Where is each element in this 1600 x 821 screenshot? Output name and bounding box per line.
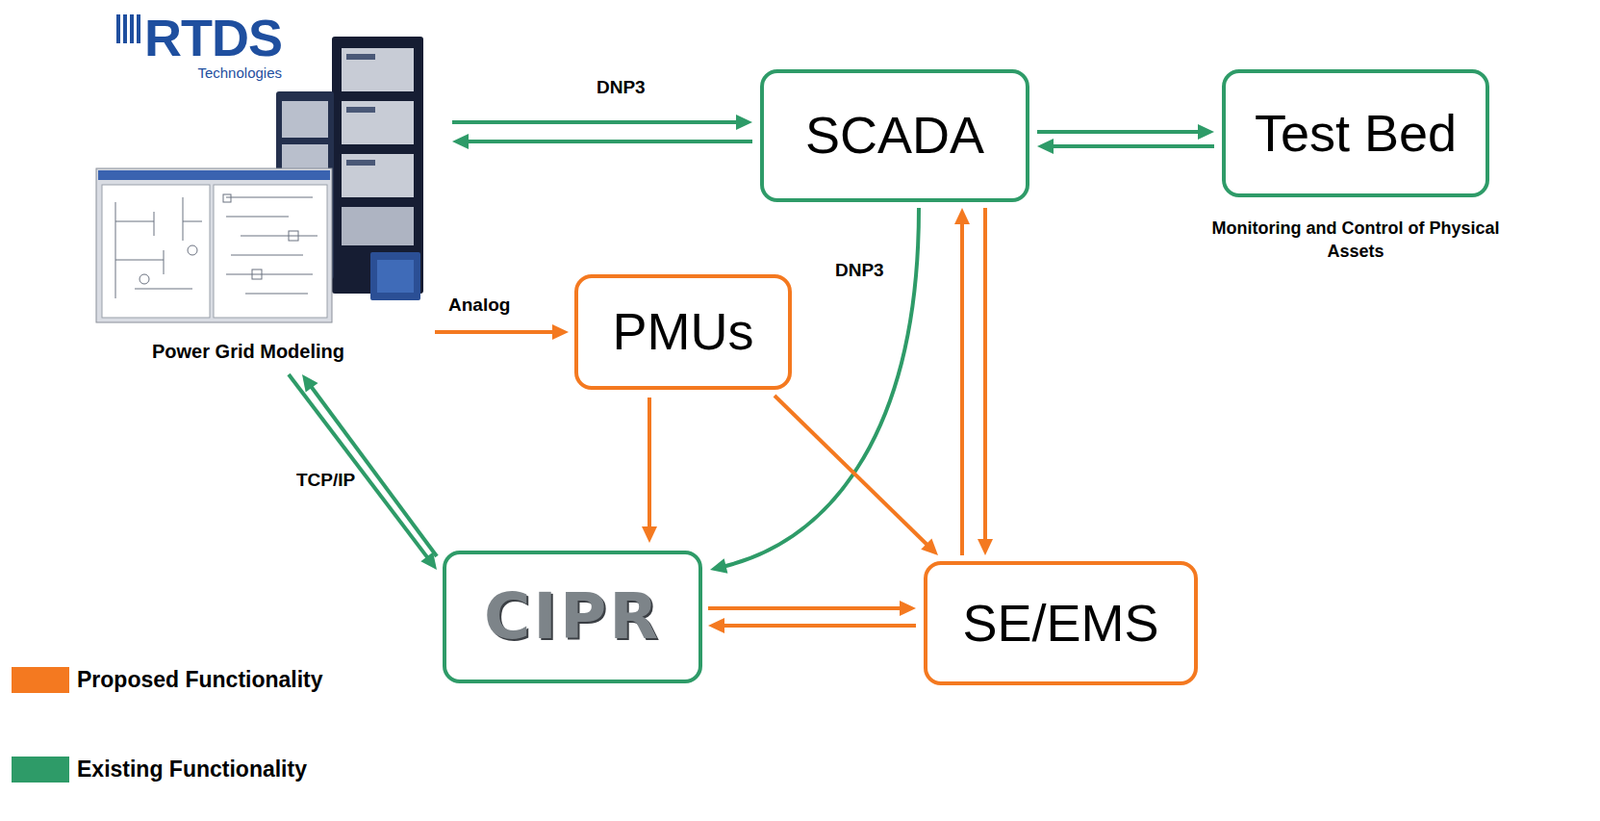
connector-line [721,623,916,628]
edge-label: DNP3 [833,259,887,281]
connector-line [983,207,988,542]
arrow-head [641,526,658,543]
connector-arrow [710,207,919,574]
arrow-head [1037,138,1054,154]
process-box: PMUs [574,274,792,390]
logo-text: CIPR [483,582,661,653]
process-box: Test BedMonitoring and Control of Physic… [1221,69,1490,198]
arrow-head [708,617,725,634]
arrow-head [920,537,939,556]
box-title: SE/EMS [962,594,1159,652]
edge-label: TCP/IP [294,469,357,491]
logo-tagline: Technologies [197,64,282,81]
connector-line [708,606,903,610]
arrow-head [1197,124,1215,140]
box-title: Test Bed [1254,104,1457,162]
connector-arrow [708,617,916,634]
company-logo: RTDSTechnologies [144,11,282,81]
process-box: SE/EMS [923,560,1198,686]
box-title: PMUs [612,303,755,360]
logo-wordmark: RTDS [144,11,282,64]
arrow-head [452,133,469,150]
connector-arrow [288,374,437,570]
connector-arrow [954,207,970,556]
legend-swatch [11,666,70,693]
connector-arrow [1037,138,1215,154]
connector-arrow [452,114,753,130]
software-screen [96,168,332,323]
connector-line [647,397,652,530]
arrow-head [977,538,993,556]
legend-row: Existing Functionality [11,756,307,783]
connector-line [465,139,753,144]
arrow-head [552,324,569,340]
connector-arrow [708,600,916,616]
node-caption: Monitoring and Control of Physical Asset… [1206,216,1505,264]
logo-bars [116,14,141,44]
connector-line [1037,129,1201,134]
legend-text: Proposed Functionality [76,666,324,693]
connector-arrow [452,133,753,150]
legend-swatch [11,756,70,783]
connector-arrow [977,207,993,556]
arrow-head [954,207,970,225]
legend-text: Existing Functionality [76,756,307,783]
arrow-head [710,558,728,574]
connector-line [452,120,739,125]
equipment-node: RTDSTechnologiesPower Grid Modeling [94,7,433,371]
node-caption: Power Grid Modeling [152,339,345,363]
edge-label: DNP3 [594,76,648,99]
connector-arrow [641,397,658,543]
connector-line [434,330,556,334]
process-box: SCADA [760,69,1030,203]
connector-arrow [434,324,569,340]
edge-label: Analog [446,294,512,316]
connector-line [960,221,965,556]
box-title: SCADA [805,106,985,164]
connector-line [288,374,430,559]
connector-arrow [1037,124,1215,140]
arrow-head [736,114,753,130]
connector-arrow [774,395,939,556]
logo-box: CIPR [442,550,703,684]
connector-arrow [302,374,437,557]
connector-line [774,395,929,546]
arrow-head [899,600,916,616]
arrow-head [302,374,319,392]
connector-line [1050,144,1215,149]
legend-row: Proposed Functionality [11,666,324,693]
